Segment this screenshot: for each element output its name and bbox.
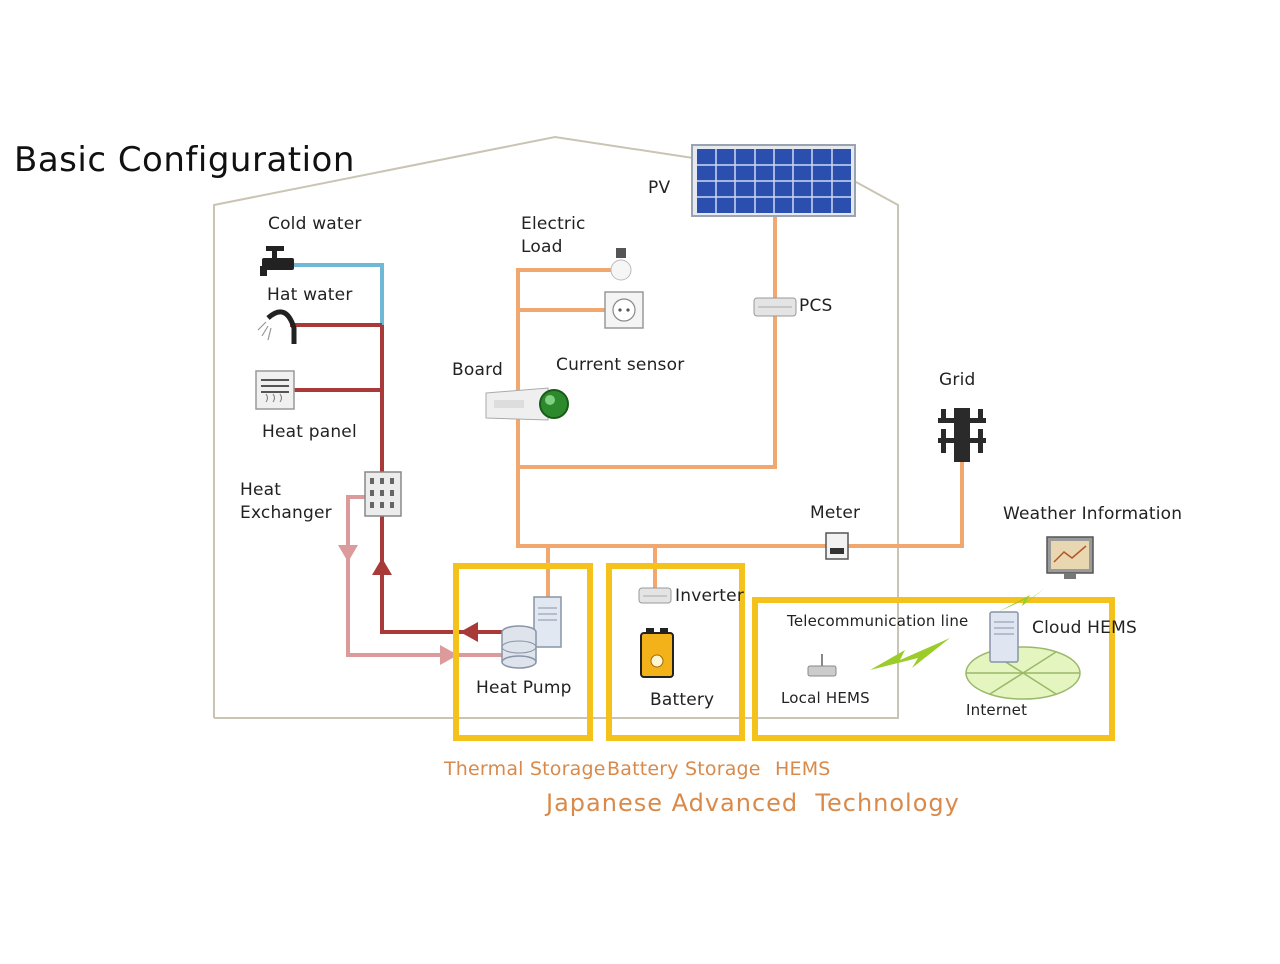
weather-link-bolt-icon — [998, 588, 1045, 612]
group-label-hems: HEMS — [775, 758, 831, 780]
hems-box — [752, 597, 1115, 741]
label-heat-exchanger-line1: Heat — [240, 480, 282, 500]
label-grid: Grid — [939, 370, 976, 390]
cloud-server-icon — [989, 611, 1019, 663]
shower-icon — [257, 309, 297, 344]
label-internet: Internet — [966, 701, 1028, 719]
meter-icon — [825, 532, 849, 560]
cold-water-line — [293, 263, 384, 325]
label-heat-exchanger-line2: Exchanger — [240, 503, 332, 523]
house-outline — [213, 135, 899, 719]
label-board: Board — [452, 360, 503, 380]
label-inverter: Inverter — [675, 586, 745, 606]
thermal-storage-box — [453, 563, 593, 741]
label-heat-pump: Heat Pump — [476, 678, 572, 698]
grid-pole-icon — [938, 408, 986, 462]
label-pcs: PCS — [799, 296, 833, 316]
heat-panel-icon — [255, 370, 295, 410]
label-current-sensor: Current sensor — [556, 355, 685, 375]
internet-ellipse-icon — [965, 646, 1081, 700]
label-meter: Meter — [810, 503, 861, 523]
inverter-icon — [638, 587, 672, 604]
router-icon — [807, 654, 837, 677]
label-cloud-hems: Cloud HEMS — [1032, 618, 1137, 638]
power-lines — [516, 216, 964, 600]
return-water-arrow-down — [338, 545, 358, 562]
current-sensor-icon — [539, 389, 569, 419]
board-icon — [485, 387, 549, 421]
label-heat-panel: Heat panel — [262, 422, 357, 442]
group-label-battery-storage: Battery Storage — [607, 758, 761, 780]
battery-icon — [640, 628, 674, 678]
weather-monitor-icon — [1046, 536, 1094, 579]
label-cold-water: Cold water — [268, 214, 362, 234]
light-bulb-icon — [610, 248, 632, 281]
label-electric-load-line2: Load — [521, 237, 563, 257]
label-pv: PV — [648, 178, 671, 198]
label-hot-water: Hat water — [267, 285, 353, 305]
label-electric-load-line1: Electric — [521, 214, 586, 234]
label-weather-information: Weather Information — [1003, 504, 1183, 524]
label-battery: Battery — [650, 690, 715, 710]
group-boxes — [453, 563, 1115, 741]
hot-water-arrow-up — [372, 558, 392, 575]
diagram-title: Basic Configuration — [14, 140, 355, 180]
heat-exchanger-icon — [364, 471, 402, 517]
telecom-bolt-icon — [870, 638, 950, 670]
hot-water-arrow-left — [460, 622, 478, 642]
battery-storage-box — [606, 563, 745, 741]
pv-panel-icon — [691, 144, 856, 217]
return-water-line — [346, 495, 505, 657]
group-label-thermal-storage: Thermal Storage — [444, 758, 606, 780]
faucet-icon — [260, 246, 294, 276]
label-telecommunication-line: Telecommunication line — [787, 612, 969, 630]
pcs-icon — [753, 297, 797, 317]
heat-pump-icon — [501, 596, 562, 669]
return-water-arrow-right — [440, 645, 458, 665]
outlet-icon — [604, 291, 644, 329]
footer-japanese-advanced-technology: Japanese Advanced Technology — [546, 789, 960, 817]
label-local-hems: Local HEMS — [781, 689, 870, 707]
